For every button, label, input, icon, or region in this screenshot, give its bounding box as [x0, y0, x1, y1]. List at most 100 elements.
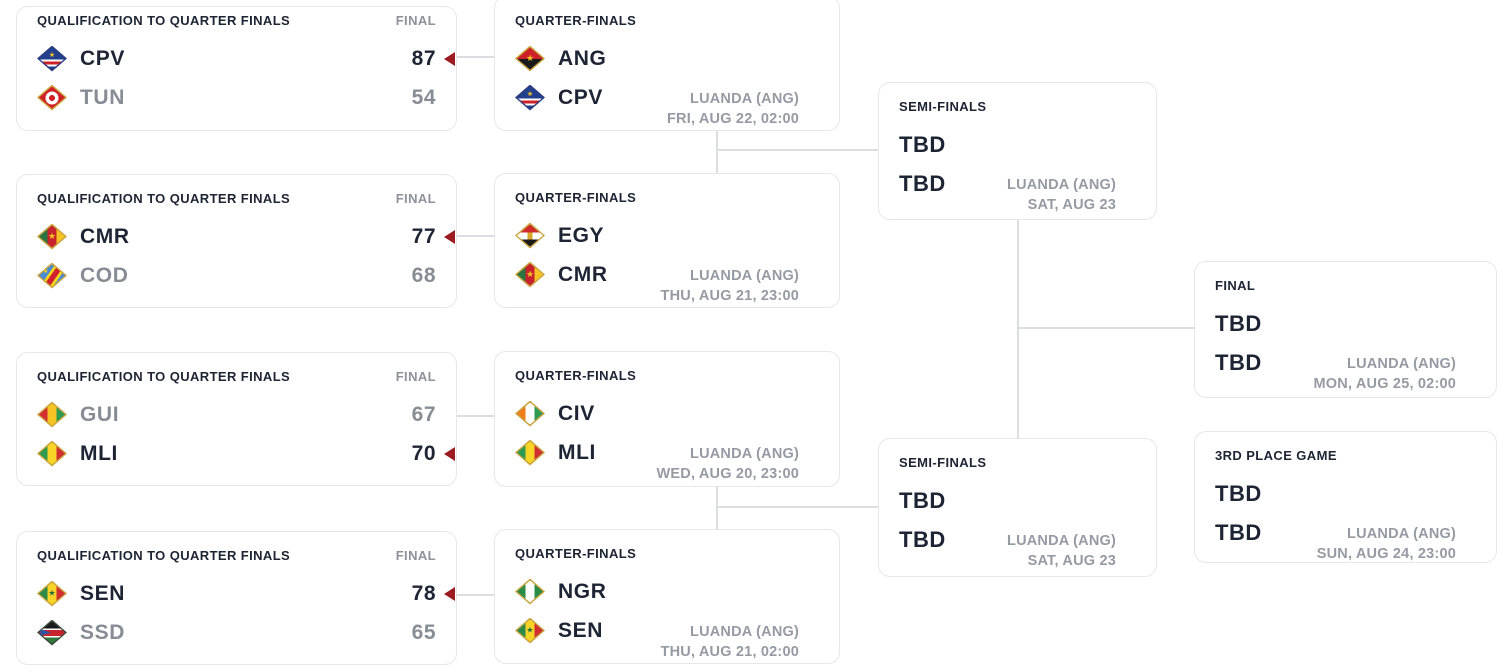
team-code: SEN	[80, 581, 125, 605]
card-body: GUI 67 MLI 70	[37, 395, 455, 473]
quarterfinal-card-4[interactable]: QUARTER-FINALS NGR ★ SEN LUANDA (ANG) TH…	[494, 529, 840, 664]
card-body: TBD TBD LUANDA (ANG) SAT, AUG 23	[899, 125, 1136, 214]
card-body: TBD TBD LUANDA (ANG) SUN, AUG 24, 23:00	[1215, 474, 1476, 563]
team-code: TBD	[1215, 310, 1262, 336]
angola-flag-icon: ★	[515, 46, 545, 72]
team-row: ★ COD 68	[37, 256, 436, 295]
guinea-flag-icon	[37, 402, 67, 428]
venue: LUANDA (ANG)	[690, 268, 799, 284]
venue-datetime: LUANDA (ANG) SUN, AUG 24, 23:00	[1317, 524, 1456, 564]
card-header: QUALIFICATION TO QUARTER FINALS FINAL	[37, 548, 436, 568]
team-code: TBD	[1215, 480, 1262, 506]
card-title: QUARTER-FINALS	[515, 190, 637, 205]
semifinal-card-2[interactable]: SEMI-FINALS TBD TBD LUANDA (ANG) SAT, AU…	[878, 438, 1157, 577]
venue-datetime: LUANDA (ANG) MON, AUG 25, 02:00	[1314, 354, 1456, 394]
card-title: QUALIFICATION TO QUARTER FINALS	[37, 191, 291, 206]
team-code: SEN	[558, 618, 603, 642]
team-code: TBD	[1215, 349, 1262, 375]
team-code: TBD	[899, 526, 946, 552]
card-header: QUARTER-FINALS	[515, 546, 819, 566]
qualification-card-2[interactable]: QUALIFICATION TO QUARTER FINALS FINAL ★ …	[16, 174, 457, 308]
third-place-card[interactable]: 3RD PLACE GAME TBD TBD LUANDA (ANG) SUN,…	[1194, 431, 1497, 563]
venue-datetime: LUANDA (ANG) THU, AUG 21, 23:00	[661, 266, 799, 306]
quarterfinal-card-1[interactable]: QUARTER-FINALS ★ ANG ★ CPV LUANDA (ANG) …	[494, 0, 840, 131]
connector-qf-sf1	[717, 149, 878, 151]
card-title: QUALIFICATION TO QUARTER FINALS	[37, 369, 291, 384]
team-score: 77	[411, 224, 436, 248]
mali-flag-icon	[37, 441, 67, 467]
team-code: TBD	[899, 131, 946, 157]
team-code: CPV	[80, 46, 125, 70]
card-body: ★ CMR 77 ★ COD 68	[37, 217, 455, 295]
team-code: TUN	[80, 85, 125, 109]
connector-q4-qf4	[457, 594, 494, 596]
card-body: TBD TBD LUANDA (ANG) SAT, AUG 23	[899, 481, 1136, 570]
card-title: QUARTER-FINALS	[515, 368, 637, 383]
connector-qf-sf2	[717, 506, 878, 508]
card-header: 3RD PLACE GAME	[1215, 448, 1476, 468]
team-row: CIV	[515, 394, 819, 433]
team-score: 65	[411, 620, 436, 644]
team-code: NGR	[558, 579, 607, 603]
team-score: 87	[411, 46, 436, 70]
venue-datetime: LUANDA (ANG) SAT, AUG 23	[1007, 531, 1116, 571]
team-row: TBD	[899, 125, 1136, 164]
team-row: TBD	[1215, 474, 1476, 513]
final-card[interactable]: FINAL TBD TBD LUANDA (ANG) MON, AUG 25, …	[1194, 261, 1497, 398]
connector-sf1-sf2-vertical	[1017, 220, 1019, 438]
nigeria-flag-icon	[515, 579, 545, 605]
venue-datetime: LUANDA (ANG) WED, AUG 20, 23:00	[657, 444, 799, 484]
team-code: CPV	[558, 85, 603, 109]
semifinal-card-1[interactable]: SEMI-FINALS TBD TBD LUANDA (ANG) SAT, AU…	[878, 82, 1157, 220]
venue: LUANDA (ANG)	[690, 91, 799, 107]
team-row: TBD	[899, 520, 1136, 559]
card-header: FINAL	[1215, 278, 1476, 298]
mali-flag-icon	[515, 440, 545, 466]
card-body: TBD TBD LUANDA (ANG) MON, AUG 25, 02:00	[1215, 304, 1476, 393]
venue-datetime: LUANDA (ANG) SAT, AUG 23	[1007, 175, 1116, 215]
team-row: TBD	[1215, 513, 1476, 552]
team-row: ★ CMR 77	[37, 217, 455, 256]
team-score: 70	[411, 441, 436, 465]
card-title: QUARTER-FINALS	[515, 546, 637, 561]
team-row: GUI 67	[37, 395, 436, 434]
team-row: ★ ANG	[515, 39, 819, 78]
card-header: SEMI-FINALS	[899, 99, 1136, 119]
venue: LUANDA (ANG)	[1347, 356, 1456, 372]
game-status: FINAL	[395, 191, 436, 206]
connector-q1-qf1	[457, 56, 494, 58]
team-row: ★ SEN 78	[37, 574, 455, 613]
game-status: FINAL	[395, 548, 436, 563]
card-body: ★ ANG ★ CPV LUANDA (ANG) FRI, AUG 22, 02…	[515, 39, 819, 128]
datetime: THU, AUG 21, 23:00	[660, 288, 799, 304]
winner-arrow-icon	[444, 229, 455, 244]
game-status: FINAL	[395, 369, 436, 384]
venue-datetime: LUANDA (ANG) FRI, AUG 22, 02:00	[667, 89, 799, 129]
team-row: MLI 70	[37, 434, 455, 473]
team-row: EGY	[515, 216, 819, 255]
qualification-card-3[interactable]: QUALIFICATION TO QUARTER FINALS FINAL GU…	[16, 352, 457, 486]
connector-q3-qf3	[457, 415, 494, 417]
team-code: COD	[80, 263, 129, 287]
card-header: QUALIFICATION TO QUARTER FINALS FINAL	[37, 191, 436, 211]
team-row: TBD	[1215, 304, 1476, 343]
ivory-coast-flag-icon	[515, 401, 545, 427]
team-code: CMR	[80, 224, 130, 248]
senegal-flag-icon: ★	[37, 581, 67, 607]
connector-q2-qf2	[457, 235, 494, 237]
card-title: SEMI-FINALS	[899, 99, 987, 114]
card-header: QUALIFICATION TO QUARTER FINALS FINAL	[37, 13, 436, 33]
connector-sf-final	[1018, 327, 1194, 329]
quarterfinal-card-3[interactable]: QUARTER-FINALS CIV MLI LUANDA (ANG) WED,…	[494, 351, 840, 487]
team-row: NGR	[515, 572, 819, 611]
quarterfinal-card-2[interactable]: QUARTER-FINALS EGY ★ CMR LUANDA (ANG) TH…	[494, 173, 840, 308]
qualification-card-1[interactable]: QUALIFICATION TO QUARTER FINALS FINAL ★ …	[16, 6, 457, 131]
datetime: SAT, AUG 23	[1027, 197, 1116, 213]
team-row: TBD	[899, 164, 1136, 203]
qualification-card-4[interactable]: QUALIFICATION TO QUARTER FINALS FINAL ★ …	[16, 531, 457, 665]
venue: LUANDA (ANG)	[690, 624, 799, 640]
card-body: EGY ★ CMR LUANDA (ANG) THU, AUG 21, 23:0…	[515, 216, 819, 305]
cameroon-flag-icon: ★	[37, 224, 67, 250]
connector-qf3-qf4-vertical	[716, 486, 718, 531]
winner-arrow-icon	[444, 51, 455, 66]
